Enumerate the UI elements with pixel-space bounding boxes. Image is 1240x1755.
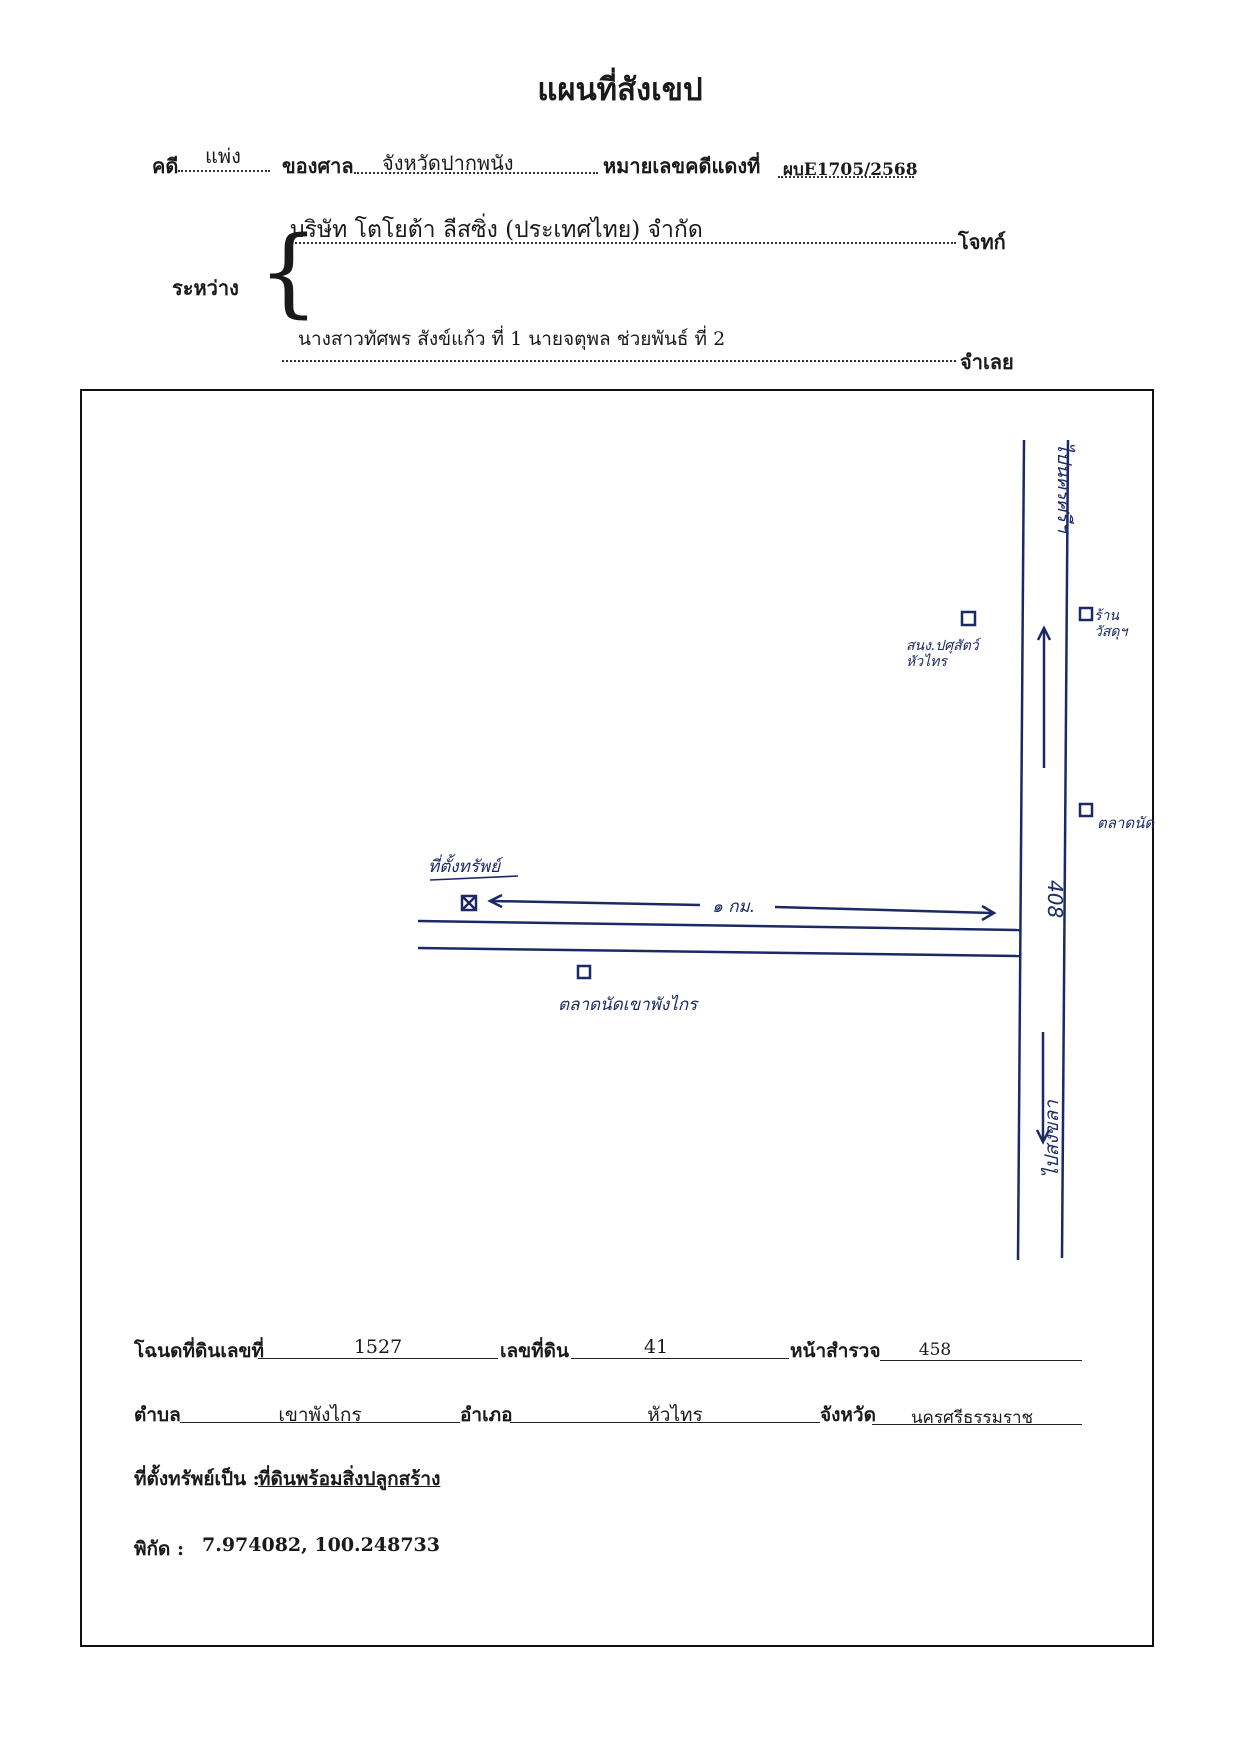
distance-arrowhead-right xyxy=(981,904,997,922)
survey-no-line xyxy=(880,1360,1082,1361)
north-office-marker xyxy=(960,610,977,627)
court-name: จังหวัดปากพนัง xyxy=(382,151,514,175)
parcel-no: 41 xyxy=(643,1336,669,1358)
south-arrowhead xyxy=(1035,1129,1051,1145)
court-name-dots xyxy=(354,172,598,174)
case-label: คดี xyxy=(152,154,179,178)
red-no-dots xyxy=(778,176,914,178)
north-office-label: สนง.ปศุสัตว์หัวไทร xyxy=(906,637,982,670)
deed-no: 1527 xyxy=(353,1336,403,1358)
side-road-south-edge xyxy=(417,946,1021,958)
deed-no-line xyxy=(258,1358,498,1359)
parcel-label: เลขที่ดิน xyxy=(500,1340,569,1362)
parcel-no-line xyxy=(571,1358,789,1359)
province: นครศรีธรรมราช xyxy=(910,1408,1034,1428)
property-label: ที่ตั้งทรัพย์ xyxy=(428,853,504,877)
court-label: ของศาล xyxy=(282,154,354,178)
north-arrowhead xyxy=(1036,625,1052,641)
location-type: ที่ดินพร้อมสิ่งปลูกสร้าง xyxy=(258,1468,441,1490)
shop-label: ร้านวัสดุฯ xyxy=(1094,608,1128,640)
side-road-north-edge xyxy=(417,919,1021,932)
case-type: แพ่ง xyxy=(205,144,241,168)
between-label: ระหว่าง xyxy=(172,276,239,300)
plaintiff-dots xyxy=(288,242,956,244)
shop-marker xyxy=(1078,606,1094,622)
case-type-dots xyxy=(178,170,270,172)
to-south-label: ไปสงขลา xyxy=(1040,1099,1063,1178)
province-label: จังหวัด xyxy=(820,1404,876,1426)
tambon-label: ตำบล xyxy=(134,1404,181,1426)
main-road-east-edge xyxy=(1060,439,1070,1259)
plaintiff-name: บริษัท โตโยต้า ลีสซิ่ง (ประเทศไทย) จำกัด xyxy=(290,217,703,243)
plaintiff-label: โจทก์ xyxy=(958,230,1006,254)
defendant-name: นางสาวทัศพร สังข์แก้ว ที่ 1 นายจตุพล ช่ว… xyxy=(298,328,726,350)
amphoe-label: อำเภอ xyxy=(460,1404,513,1426)
subdistrict-label: ตลาดนัดเขาพังไกร xyxy=(558,994,699,1015)
property-marker xyxy=(460,894,478,912)
red-no: ผบE1705/2568 xyxy=(783,160,918,180)
distance-arrow-left xyxy=(491,899,701,907)
property-label-underline xyxy=(429,875,519,881)
subdistrict-marker xyxy=(576,964,592,980)
amphoe: หัวไทร xyxy=(647,1404,703,1426)
survey-no: 458 xyxy=(918,1340,952,1360)
main-road-west-edge xyxy=(1016,439,1026,1261)
property-marker-cross2 xyxy=(461,895,477,911)
map-frame xyxy=(80,389,1154,1647)
market-marker xyxy=(1078,802,1094,818)
location-label: ที่ตั้งทรัพย์เป็น : xyxy=(134,1468,260,1490)
distance-label: ๑ กม. xyxy=(712,897,755,917)
page-title: แผนที่สังเขป xyxy=(537,72,703,108)
province-line xyxy=(872,1424,1082,1425)
coords: 7.974082, 100.248733 xyxy=(202,1534,440,1556)
coords-label: พิกัด : xyxy=(134,1538,184,1560)
defendant-label: จำเลย xyxy=(960,350,1014,374)
defendant-dots xyxy=(282,360,956,362)
tambon-line xyxy=(180,1422,460,1423)
amphoe-line xyxy=(510,1422,820,1423)
survey-label: หน้าสำรวจ xyxy=(790,1340,881,1362)
tambon: เขาพังไกร xyxy=(278,1404,362,1426)
deed-label: โฉนดที่ดินเลขที่ xyxy=(134,1340,264,1362)
market-label: ตลาดนัด xyxy=(1097,814,1155,832)
route-number: 408 xyxy=(1043,880,1067,918)
between-brace: { xyxy=(258,216,320,328)
to-north-label: ไปนครศรีฯ xyxy=(1053,442,1076,535)
distance-arrowhead-left xyxy=(487,893,503,909)
red-no-label: หมายเลขคดีแดงที่ xyxy=(603,154,761,178)
distance-arrow-right xyxy=(774,905,993,915)
